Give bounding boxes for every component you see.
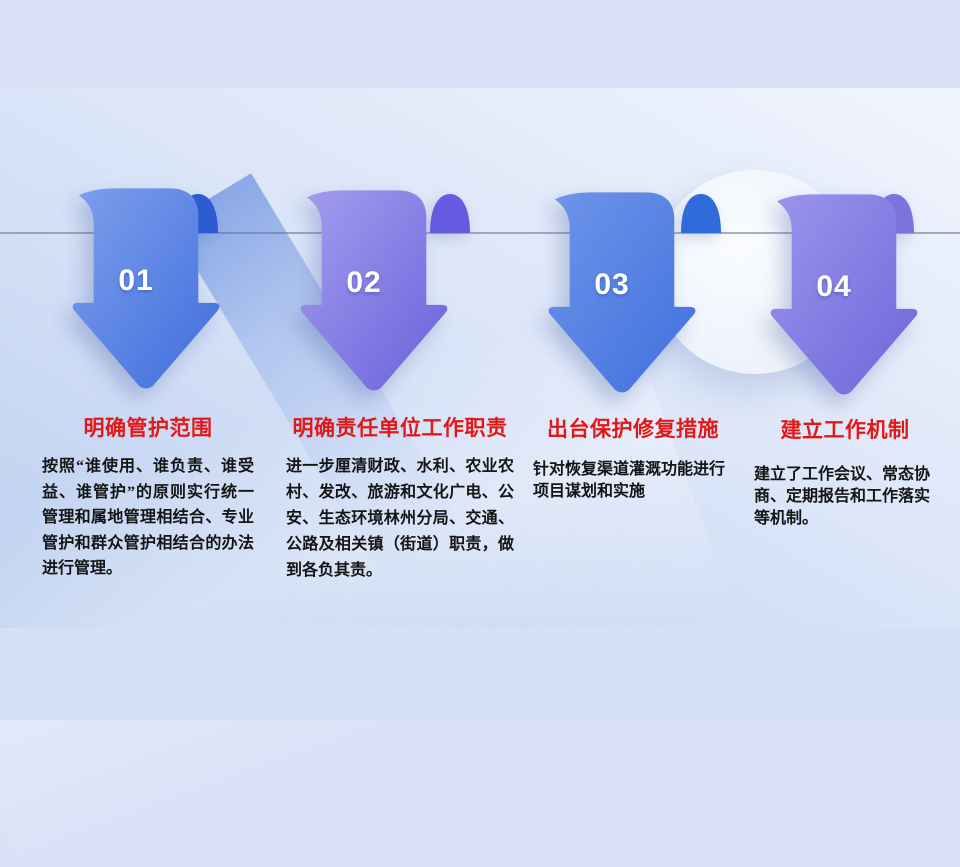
bottom-margin-band: [0, 628, 960, 720]
down-arrow-shape: [548, 192, 696, 393]
step-heading: 建立工作机制: [780, 419, 910, 442]
step-heading: 明确责任单位工作职责: [292, 417, 508, 440]
step-column-2: 明确责任单位工作职责 进一步厘清财政、水利、农业农村、发改、旅游和文化广电、公安…: [286, 412, 514, 584]
arrow-curl-dome-2: [428, 193, 472, 233]
down-arrow-3: 03: [548, 192, 696, 398]
step-column-1: 明确管护范围 按照“谁使用、谁负责、谁受益、谁管护”的原则实行统一管理和属地管理…: [42, 412, 254, 582]
step-heading: 出台保护修复措施: [547, 418, 719, 441]
step-number: 01: [118, 264, 154, 297]
step-heading: 明确管护范围: [83, 417, 213, 440]
dome-shape: [681, 194, 721, 233]
horizontal-divider-line: [0, 232, 960, 234]
down-arrow-1: 01: [72, 188, 220, 394]
step-body: 建立了工作会议、常态协商、定期报告和工作落实等机制。: [754, 466, 931, 528]
down-arrow-shape: [770, 194, 918, 395]
step-number: 03: [594, 268, 630, 301]
step-body: 进一步厘清财政、水利、农业农村、发改、旅游和文化广电、公安、生态环境林州分局、交…: [286, 458, 514, 579]
step-body: 针对恢复渠道灌溉功能进行项目谋划和实施: [533, 461, 726, 501]
dome-shape: [430, 194, 470, 233]
step-number: 02: [346, 266, 382, 299]
down-arrow-shape: [300, 190, 448, 391]
down-arrow-2: 02: [300, 190, 448, 396]
step-number: 04: [816, 270, 852, 303]
down-arrow-4: 04: [770, 194, 918, 400]
step-body: 按照“谁使用、谁负责、谁受益、谁管护”的原则实行统一管理和属地管理相结合、专业管…: [42, 458, 254, 578]
step-column-3: 出台保护修复措施 针对恢复渠道灌溉功能进行项目谋划和实施: [533, 413, 733, 503]
step-column-4: 建立工作机制 建立了工作会议、常态协商、定期报告和工作落实等机制。: [754, 414, 936, 530]
arrow-curl-dome-3: [679, 193, 723, 233]
down-arrow-shape: [72, 188, 220, 389]
top-margin-band: [0, 0, 960, 88]
